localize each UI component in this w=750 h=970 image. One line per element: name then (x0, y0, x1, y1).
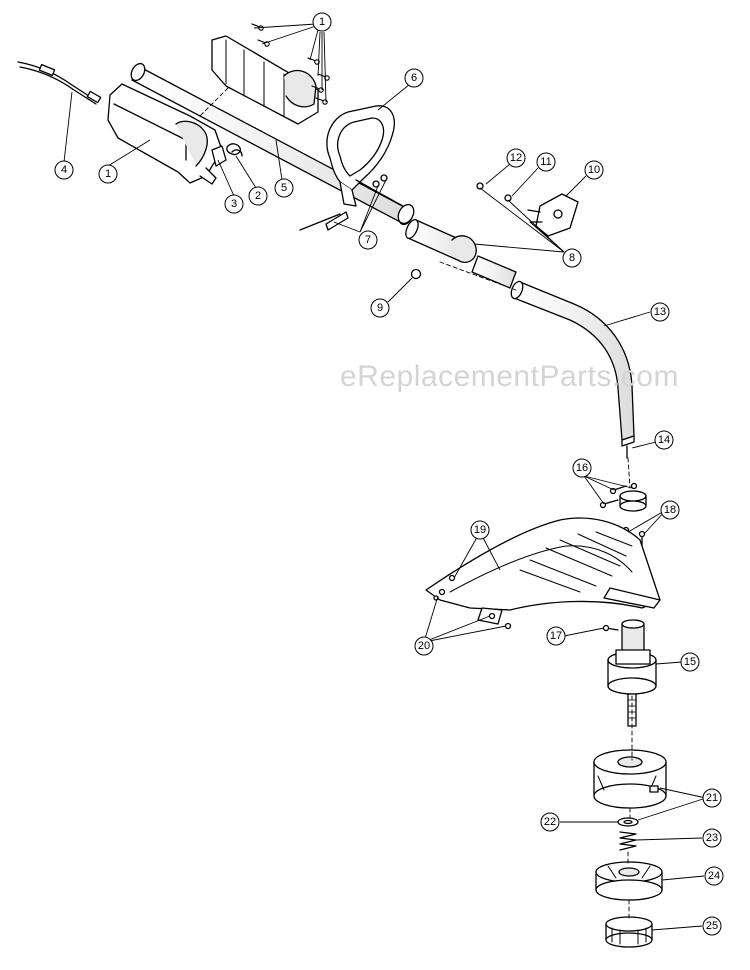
svg-text:9: 9 (377, 302, 383, 314)
part-throttle-cable (17, 61, 102, 105)
callout-11: 11 (536, 152, 556, 172)
part-trigger-spring (211, 143, 243, 167)
part-loop-handle (299, 105, 395, 231)
svg-text:19: 19 (474, 524, 486, 536)
svg-text:10: 10 (588, 164, 600, 176)
part-washer (617, 817, 639, 827)
svg-text:1: 1 (319, 16, 325, 28)
callout-9: 9 (370, 298, 390, 318)
callout-7: 7 (358, 230, 378, 250)
svg-text:20: 20 (418, 640, 430, 652)
callout-1b: 1 (98, 164, 118, 184)
callout-25: 25 (702, 916, 722, 936)
part-housing-upper (211, 23, 330, 125)
svg-text:8: 8 (569, 252, 575, 264)
callout-22: 22 (540, 812, 560, 832)
part-shaft-extension (355, 179, 415, 225)
callouts: 1 1 2 3 4 5 6 7 8 9 10 11 12 13 14 15 16… (54, 12, 724, 936)
callout-5: 5 (274, 178, 294, 198)
svg-text:11: 11 (540, 156, 551, 168)
part-nut (410, 268, 422, 280)
svg-text:5: 5 (281, 182, 287, 194)
callout-14: 14 (654, 430, 674, 450)
callout-12: 12 (506, 148, 526, 168)
svg-text:13: 13 (654, 306, 666, 318)
svg-text:18: 18 (664, 504, 676, 516)
callout-24: 24 (704, 866, 724, 886)
callout-10: 10 (584, 160, 604, 180)
part-coupler (405, 182, 517, 289)
svg-text:22: 22 (544, 816, 556, 828)
part-screw-17 (602, 624, 619, 632)
svg-text:4: 4 (61, 164, 67, 176)
part-spool (595, 861, 663, 901)
callout-6: 6 (404, 68, 424, 88)
part-gear-head (607, 619, 657, 727)
callout-19: 19 (470, 520, 490, 540)
part-grass-shield (425, 517, 661, 611)
callout-2: 2 (248, 186, 268, 206)
callout-16: 16 (572, 458, 592, 478)
watermark: eReplacementParts.com (340, 360, 679, 393)
part-switch-bracket (527, 193, 579, 237)
svg-text:16: 16 (576, 462, 588, 474)
svg-text:23: 23 (706, 832, 718, 844)
callout-18: 18 (660, 500, 680, 520)
assembly-lines (199, 87, 633, 919)
callout-20: 20 (414, 636, 434, 656)
callout-1: 1 (312, 12, 332, 32)
part-spring (619, 831, 637, 851)
svg-text:7: 7 (365, 234, 371, 246)
callout-8: 8 (562, 248, 582, 268)
part-clamp-collar (599, 482, 647, 512)
svg-text:17: 17 (550, 630, 562, 642)
part-throttle-housing (107, 83, 223, 185)
svg-text:15: 15 (684, 656, 696, 668)
svg-text:6: 6 (411, 72, 417, 84)
svg-text:12: 12 (510, 152, 522, 164)
callout-21: 21 (702, 788, 722, 808)
svg-text:21: 21 (706, 792, 718, 804)
callout-15: 15 (680, 652, 700, 672)
svg-text:2: 2 (255, 190, 261, 202)
svg-text:1: 1 (105, 168, 111, 180)
svg-text:25: 25 (706, 920, 718, 932)
callout-4: 4 (54, 160, 74, 180)
svg-text:14: 14 (658, 434, 670, 446)
part-curved-shaft (510, 280, 635, 447)
callout-13: 13 (650, 302, 670, 322)
callout-3: 3 (224, 194, 244, 214)
part-spool-housing (593, 749, 667, 809)
callout-17: 17 (546, 626, 566, 646)
svg-text:3: 3 (231, 198, 237, 210)
svg-text:24: 24 (708, 870, 720, 882)
callout-23: 23 (702, 828, 722, 848)
part-bump-knob (605, 916, 653, 948)
